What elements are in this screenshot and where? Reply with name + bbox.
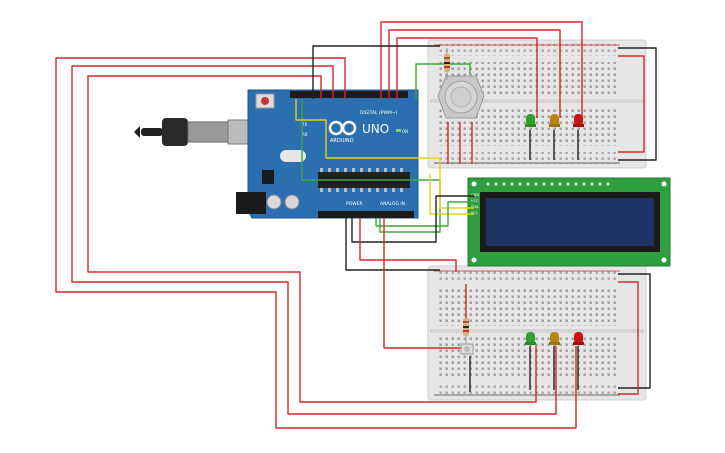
dc-jack [236, 192, 266, 214]
led-top-yellow-icon [549, 114, 560, 127]
resistor-top-icon [444, 48, 450, 80]
lcd-screen [486, 198, 654, 246]
power-analog-header [318, 211, 414, 218]
led-bottom-green-icon [525, 332, 536, 345]
led-bottom-yellow-icon [549, 332, 560, 345]
wire-black-bottom [345, 218, 440, 271]
power-header-label: POWER [346, 201, 363, 207]
gas-sensor-icon [437, 75, 485, 119]
potentiometer-icon [460, 343, 474, 355]
capacitor-2 [284, 194, 300, 210]
wires [55, 21, 657, 429]
wire-red-loop-3 [87, 75, 537, 403]
wire-red-top-1 [380, 21, 583, 118]
wire-red-top-2 [388, 29, 561, 118]
lcd-pin-vcc: VCC [471, 199, 479, 203]
digital-header [290, 91, 408, 98]
wire-green-sensor-top [415, 63, 471, 99]
wire-yellow-1 [295, 99, 474, 209]
wire-red-loop-2 [71, 65, 557, 415]
usb-cable-icon [134, 118, 251, 146]
resistor-bottom-icon [463, 318, 469, 346]
arduino-model-label: UNO [362, 122, 389, 136]
lcd-pin-scl: SCL [471, 211, 478, 215]
wire-red-right-bottom [618, 281, 639, 395]
wire-black-lcd [351, 195, 474, 243]
wire-red-pot [383, 218, 462, 349]
wire-black-top [312, 45, 440, 99]
arduino-logo-icon [328, 120, 357, 136]
lcd-pin-gnd: GND [471, 193, 479, 197]
wire-green-lcd [375, 201, 474, 227]
led-bottom-red-icon [573, 332, 584, 345]
digital-header-label: DIGITAL (PWM~) [360, 110, 398, 116]
arduino-uno-board: UNO ARDUINO DIGITAL (PWM~) POWER ANALOG … [236, 89, 419, 219]
lcd-pin-sda: SDA [471, 205, 479, 209]
wire-yellow-2 [429, 174, 474, 215]
wire-black-right-top [618, 47, 657, 161]
wire-red-loop-1 [55, 57, 577, 429]
tx-led-label: TX [301, 122, 307, 127]
led-top-red-icon [573, 114, 584, 127]
lcd-display: GND VCC SDA SCL [467, 177, 671, 267]
wire-red-power [359, 218, 457, 272]
wire-red-top-3 [396, 37, 538, 118]
arduino-logo-text: ARDUINO [330, 138, 354, 144]
led-top-green-icon [525, 114, 536, 127]
crystal [280, 150, 306, 162]
wire-red-right-top [618, 55, 645, 153]
breadboard-bottom [427, 265, 647, 401]
on-led-label: ON [402, 129, 408, 134]
capacitor-1 [266, 194, 282, 210]
rx-led-label: RX [302, 132, 308, 137]
wire-black-right-bottom [618, 273, 651, 389]
analog-header-label: ANALOG IN [380, 201, 405, 207]
